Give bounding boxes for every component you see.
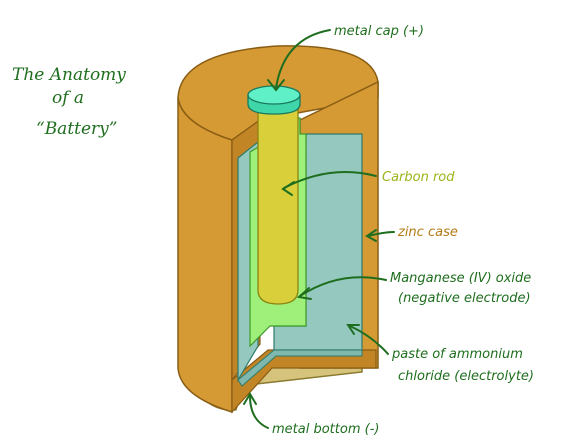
pointer-paste	[349, 325, 389, 355]
label-metal-bottom: metal bottom (-)	[272, 422, 379, 437]
title-line-2: of a	[52, 88, 84, 108]
label-metal-cap: metal cap (+)	[334, 24, 424, 39]
label-paste-line2: chloride (electrolyte)	[398, 369, 534, 384]
pointer-zinc-case	[367, 231, 395, 237]
label-zinc-case: zinc case	[397, 225, 458, 240]
pointer-metal-cap-head	[267, 79, 285, 92]
pointer-manganese	[299, 276, 387, 297]
carbon-rod	[257, 109, 299, 305]
pointer-metal-cap	[275, 29, 331, 89]
title-line-1: The Anatomy	[12, 65, 126, 85]
pointer-manganese-head	[296, 287, 312, 300]
label-manganese-line2: (negative electrode)	[398, 291, 531, 306]
pointer-metal-bottom-head	[243, 392, 257, 405]
pointer-paste-head	[346, 324, 360, 335]
label-manganese-line1: Manganese (IV) oxide	[390, 271, 531, 286]
pointer-zinc-case-head	[365, 229, 377, 242]
pointer-carbon-rod-head	[281, 181, 295, 196]
title-line-3: “Battery”	[36, 119, 117, 139]
label-paste-line1: paste of ammonium	[391, 347, 523, 362]
label-carbon-rod: Carbon rod	[382, 170, 455, 185]
metal-cap	[247, 85, 301, 115]
pointer-metal-bottom	[249, 395, 269, 429]
